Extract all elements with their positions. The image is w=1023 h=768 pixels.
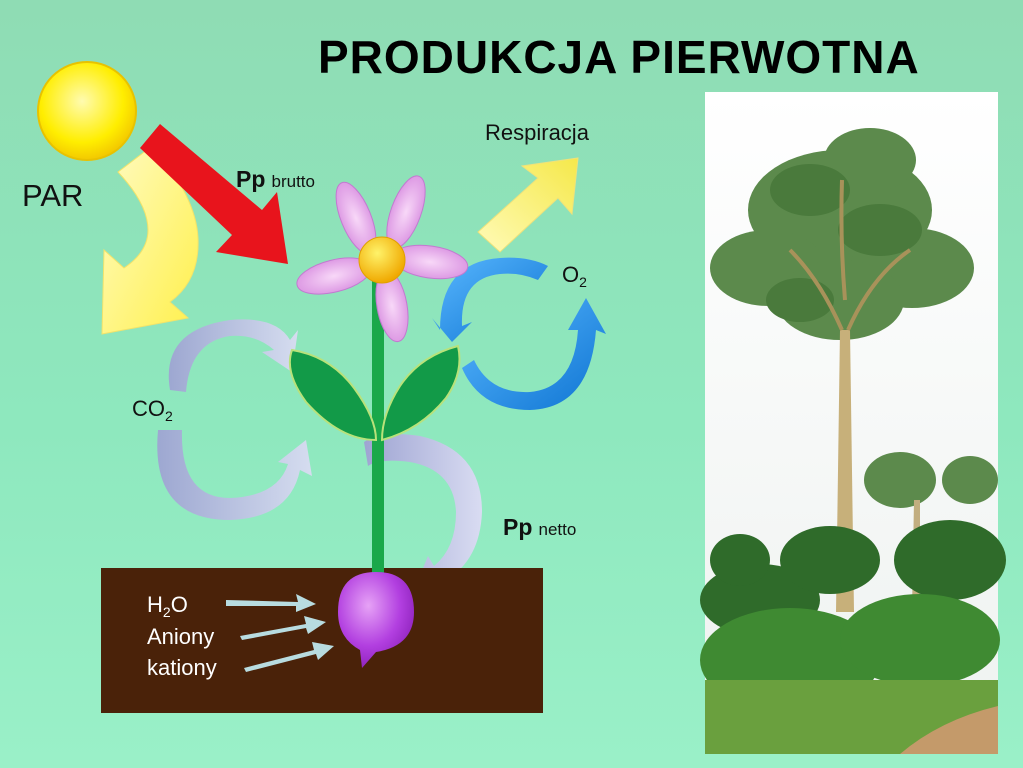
h2o-sub: 2 [162, 604, 171, 620]
soil-uptake-arrows [226, 594, 334, 672]
pp-netto-sub: netto [538, 520, 577, 539]
co2-label-sub: 2 [165, 408, 173, 424]
o2-label: O2 [562, 262, 587, 290]
soil-block [101, 568, 543, 713]
soil-h2o-label: H2O [147, 592, 188, 620]
plant-leaves [288, 344, 461, 442]
respiration-label: Respiracja [485, 120, 589, 145]
flower-petals [296, 175, 469, 343]
pp-netto-arrow [364, 434, 482, 592]
pp-brutto-main: Pp [236, 166, 266, 192]
o2-cycle-arrow-upper [432, 257, 548, 342]
par-arrow [101, 145, 199, 335]
tree-photo [700, 92, 1006, 754]
par-label: PAR [22, 178, 84, 213]
flower-center [358, 236, 406, 284]
pp-brutto-label: Pp brutto [236, 166, 315, 193]
co2-cycle-arrow-upper [168, 319, 298, 392]
pp-brutto-sub: brutto [271, 172, 315, 191]
co2-cycle-arrow-lower [157, 430, 312, 520]
o2-label-sub: 2 [579, 274, 587, 290]
co2-label: CO2 [132, 396, 173, 424]
co2-label-base: CO [132, 396, 165, 421]
plant-bulb [338, 572, 414, 668]
o2-label-base: O [562, 262, 580, 287]
pp-netto-main: Pp [503, 514, 533, 540]
pp-netto-label: Pp netto [503, 514, 576, 541]
pp-brutto-arrow [140, 124, 288, 264]
soil-cations-label: kationy [147, 655, 217, 680]
h2o-o: O [170, 592, 188, 617]
respiration-arrow [477, 157, 579, 253]
page-title: PRODUKCJA PIERWOTNA [318, 31, 920, 83]
soil-anions-label: Aniony [147, 624, 215, 649]
plant-stem [372, 280, 384, 580]
sun-icon [37, 61, 137, 161]
o2-cycle-arrow-lower [462, 298, 606, 410]
h2o-h: H [147, 592, 163, 617]
